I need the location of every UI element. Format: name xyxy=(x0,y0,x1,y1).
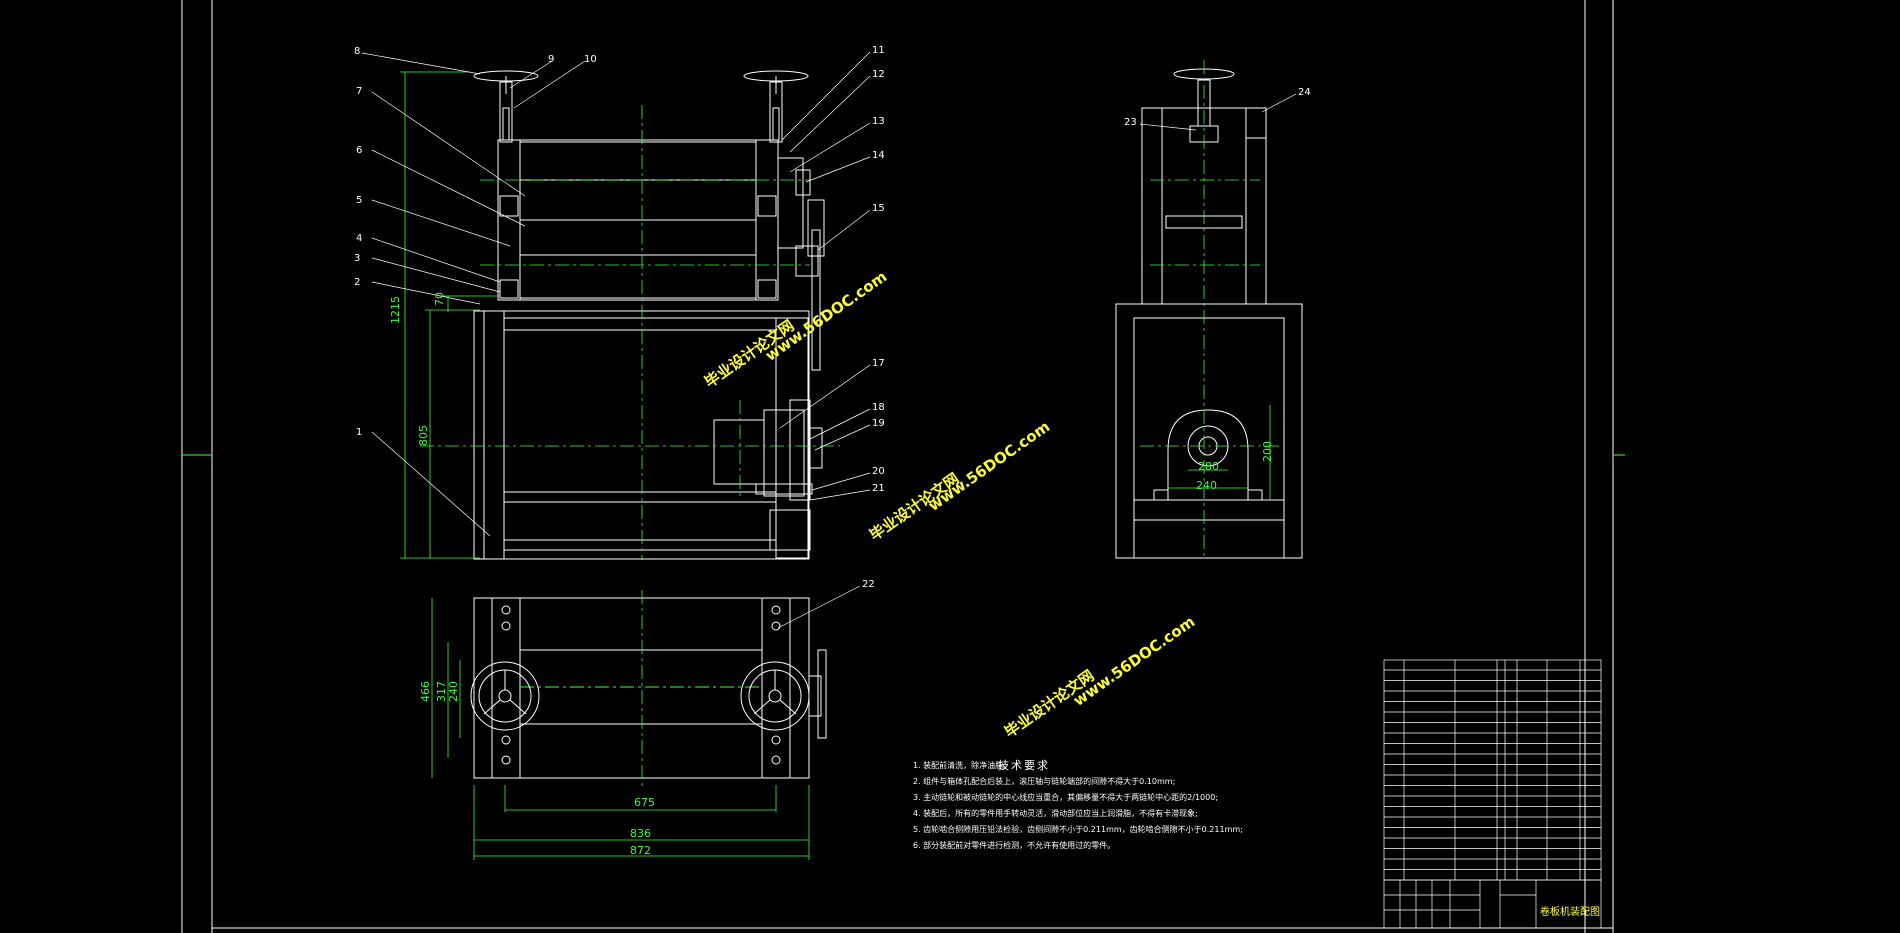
note-line: 4. 装配后，所有的零件用手转动灵活，滑动部位应当上润滑脂，不得有卡滞现象; xyxy=(913,809,1198,818)
part-number-17: 17 xyxy=(872,358,885,369)
note-line: 1. 装配前清洗，除净油脂。 xyxy=(913,761,1012,770)
part-number-24: 24 xyxy=(1298,87,1311,98)
part-number-10: 10 xyxy=(584,54,597,65)
dim-836: 836 xyxy=(630,827,651,840)
technical-notes: 1. 装配前清洗，除净油脂。 2. 组件与箱体孔配合后装上，滚压轴与链轮端部的间… xyxy=(913,758,1243,854)
dim-70: 70 xyxy=(433,292,446,306)
dim-675: 675 xyxy=(634,796,655,809)
note-line: 3. 主动链轮和被动链轮的中心线应当重合，其偏移量不得大于两链轮中心距的2/10… xyxy=(913,793,1219,802)
dim-466: 466 xyxy=(419,681,432,702)
part-number-2: 2 xyxy=(354,277,361,288)
sheet-border xyxy=(181,0,1614,933)
title-block-name: 卷板机装配图 xyxy=(1540,907,1600,918)
part-number-3: 3 xyxy=(354,253,361,264)
part-number-5: 5 xyxy=(356,195,363,206)
part-number-4: 4 xyxy=(356,233,363,244)
part-number-14: 14 xyxy=(872,150,885,161)
dim-240: 240 xyxy=(447,681,460,702)
parts-list xyxy=(1383,659,1602,929)
part-number-20: 20 xyxy=(872,466,885,477)
dim-805: 805 xyxy=(417,425,430,446)
part-number-6: 6 xyxy=(356,145,363,156)
part-number-8: 8 xyxy=(354,46,361,57)
part-number-12: 12 xyxy=(872,69,885,80)
part-number-15: 15 xyxy=(872,203,885,214)
part-number-22: 22 xyxy=(862,579,875,590)
dim-317: 317 xyxy=(435,681,448,702)
note-line: 5. 齿轮啮合侧隙用压铅法检验，齿侧间隙不小于0.211mm，齿轮啮合侧隙不小于… xyxy=(913,825,1243,834)
dim-240-side: 240 xyxy=(1196,479,1217,492)
dim-280: 280 xyxy=(1198,460,1219,473)
part-number-18: 18 xyxy=(872,402,885,413)
part-number-1: 1 xyxy=(356,427,363,438)
part-number-11: 11 xyxy=(872,45,885,56)
plan-view xyxy=(470,597,827,779)
notes-title: 技术要求 xyxy=(998,759,1050,772)
part-number-13: 13 xyxy=(872,116,885,127)
note-line: 2. 组件与箱体孔配合后装上，滚压轴与链轮端部的间隙不得大于0.10mm; xyxy=(913,777,1176,786)
dim-872: 872 xyxy=(630,844,651,857)
part-number-21: 21 xyxy=(872,483,885,494)
part-number-7: 7 xyxy=(356,86,363,97)
part-number-19: 19 xyxy=(872,418,885,429)
part-number-9: 9 xyxy=(548,54,555,65)
note-line: 6. 部分装配前对零件进行检测，不允许有使用过的零件。 xyxy=(913,841,1116,850)
dim-1215: 1215 xyxy=(389,296,402,324)
part-number-23: 23 xyxy=(1124,117,1137,128)
dim-200: 200 xyxy=(1261,441,1274,462)
